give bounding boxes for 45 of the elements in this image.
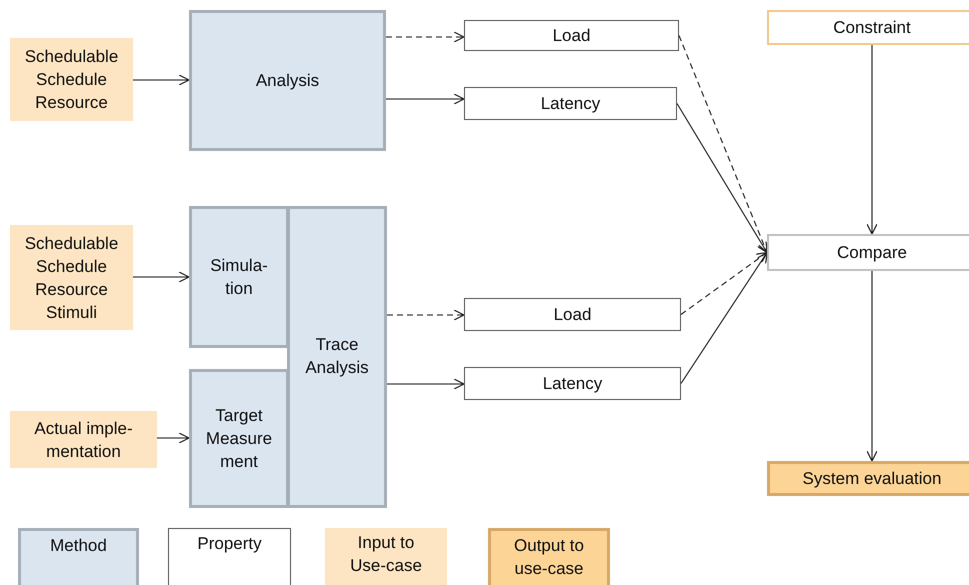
arrow [157, 432, 190, 444]
arrow [133, 74, 190, 86]
node-label: Load [554, 304, 592, 326]
property-box [464, 87, 677, 120]
arrow [866, 45, 878, 235]
node-label: Compare [837, 242, 907, 264]
node-label: Load [552, 25, 590, 47]
arrow [387, 309, 465, 321]
method-box [189, 369, 289, 508]
node-label: Target Measure ment [204, 405, 274, 473]
node-label: Analysis [256, 70, 320, 92]
property-box [464, 20, 679, 51]
arrow [678, 35, 768, 254]
constraint-box [767, 10, 969, 45]
arrow [676, 103, 768, 254]
output-box [767, 461, 969, 496]
arrow [386, 93, 465, 105]
node-label: Schedulable Schedule Resource [24, 46, 120, 114]
arrow [133, 271, 190, 283]
property-box [464, 298, 681, 331]
arrow [386, 31, 465, 43]
node-label: System evaluation [802, 468, 942, 490]
node-label: Schedulable Schedule Resource Stimuli [24, 232, 120, 324]
arrow [387, 378, 465, 390]
node-label: Trace Analysis [304, 334, 370, 379]
arrow [866, 271, 878, 462]
method-box [189, 10, 386, 151]
input-box [10, 411, 157, 468]
arrow [680, 252, 768, 384]
legend-label: Input to Use-case [349, 532, 423, 577]
legend-label: Method [49, 535, 108, 557]
input-box [10, 38, 133, 121]
node-label: Constraint [833, 17, 911, 39]
method-box [189, 206, 289, 348]
node-label: Latency [540, 93, 600, 115]
input-box [10, 225, 133, 330]
process-box [767, 234, 969, 271]
node-label: Latency [542, 373, 602, 395]
arrow [680, 252, 768, 315]
legend-label: Property [196, 533, 263, 555]
node-label: Simula- tion [209, 255, 269, 300]
method-box [287, 206, 387, 508]
node-label: Actual imple- mentation [33, 418, 134, 462]
property-box [464, 367, 681, 400]
legend-label: Output to use-case [513, 535, 585, 580]
